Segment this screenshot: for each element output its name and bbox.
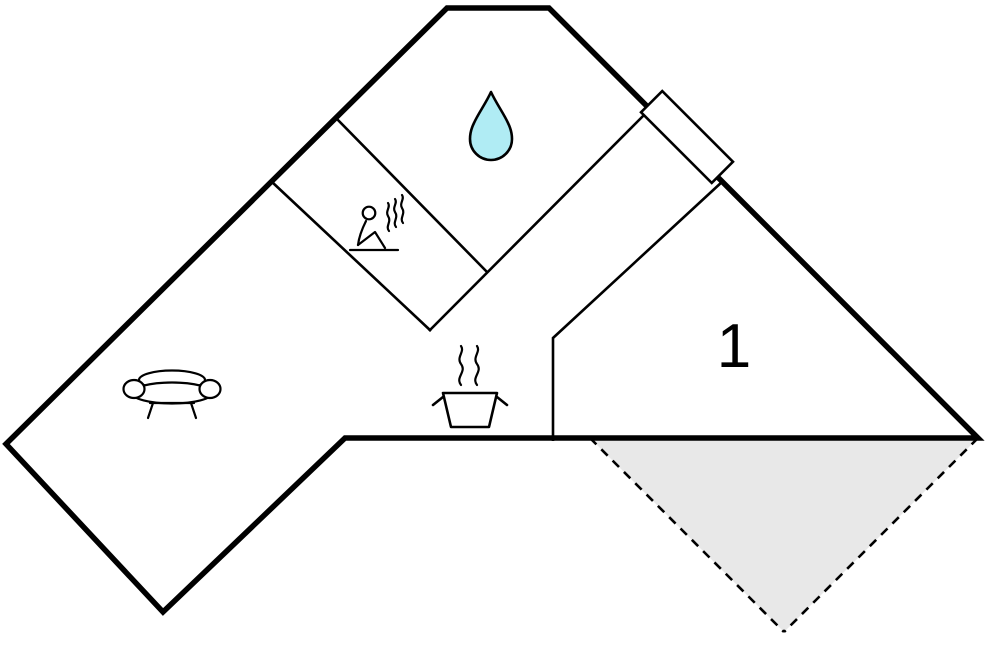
pot-steam-1 [458,344,464,387]
door-marker [639,89,735,185]
sauna-steam-1 [386,201,391,233]
sofa-arm-left [122,378,146,400]
sauna-person-head [361,205,377,221]
door-marker-rect [639,89,735,185]
terrace-dashed-border [589,437,979,633]
sauna-steam-3 [400,193,405,225]
wall-hallway-right [551,180,724,441]
pot-steam-2 [474,344,480,387]
sofa-legs [146,401,198,420]
pot-handles [431,395,509,407]
sofa-arm-right [198,378,222,400]
sauna-person-legs [356,230,387,250]
pot-body [441,391,499,429]
water-drop-shape [468,90,514,162]
wall-living-sauna [271,181,432,332]
sofa-icon [122,369,222,420]
sauna-steam-2 [393,197,398,229]
sauna-person-icon [348,193,405,252]
room-label-bedroom-1: 1 [717,312,751,381]
inner-walls [271,107,724,441]
wall-sauna-bathroom [335,117,489,274]
water-drop-icon [468,90,514,162]
wall-hallway-left [428,107,652,332]
sauna-person-back [356,219,368,247]
cooking-pot-icon [431,344,509,429]
outer-wall [2,5,985,616]
terrace-area [590,438,978,632]
